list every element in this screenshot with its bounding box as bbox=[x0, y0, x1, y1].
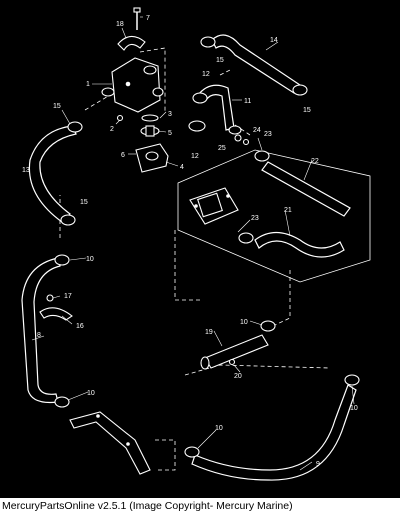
callout-10c: 10 bbox=[240, 319, 248, 326]
callout-1: 1 bbox=[86, 81, 90, 88]
callout-numbers: 1 2 3 4 5 6 7 18 12 12 11 24 25 14 15 15… bbox=[22, 15, 358, 468]
inlet-pipe bbox=[69, 411, 151, 475]
callout-19: 19 bbox=[205, 329, 213, 336]
subassembly-outline bbox=[177, 149, 371, 283]
clamp-10d bbox=[344, 374, 360, 386]
bolt-7 bbox=[133, 7, 141, 30]
callout-10e: 10 bbox=[215, 425, 223, 432]
callout-18: 18 bbox=[116, 21, 124, 28]
hose-8 bbox=[21, 257, 61, 404]
callout-24: 24 bbox=[253, 127, 261, 134]
hose-22 bbox=[261, 161, 351, 217]
leader-lines bbox=[31, 16, 355, 471]
bracket-18 bbox=[117, 35, 146, 51]
callout-22: 22 bbox=[311, 158, 319, 165]
callout-17: 17 bbox=[64, 293, 72, 300]
clamp-10b bbox=[54, 396, 70, 408]
callout-8: 8 bbox=[37, 332, 41, 339]
callout-21: 21 bbox=[284, 207, 292, 214]
callout-11: 11 bbox=[244, 98, 251, 105]
clamp-15d bbox=[60, 214, 76, 226]
callout-9: 9 bbox=[316, 461, 320, 468]
callout-20: 20 bbox=[234, 373, 242, 380]
heat-exchanger-19 bbox=[200, 320, 276, 370]
thermostat-housing-1 bbox=[101, 57, 164, 113]
elbow-hose-11 bbox=[188, 84, 242, 135]
callout-3: 3 bbox=[168, 111, 172, 118]
hose-21 bbox=[254, 231, 345, 258]
callout-12b: 12 bbox=[191, 153, 199, 160]
clamp-15c bbox=[67, 121, 83, 133]
fitting-24-25 bbox=[234, 134, 250, 146]
callout-13: 13 bbox=[22, 167, 30, 174]
callout-4: 4 bbox=[180, 164, 184, 171]
assembly-guide-lines bbox=[59, 47, 331, 471]
hose-13 bbox=[28, 125, 77, 223]
callout-14: 14 bbox=[270, 37, 278, 44]
callout-10d: 10 bbox=[350, 405, 358, 412]
callout-10b: 10 bbox=[87, 390, 95, 397]
callout-10a: 10 bbox=[86, 256, 94, 263]
callout-15b: 15 bbox=[303, 107, 311, 114]
callout-15c: 15 bbox=[53, 103, 61, 110]
callout-12a: 12 bbox=[202, 71, 210, 78]
callout-7: 7 bbox=[146, 15, 150, 22]
clamp-10a bbox=[54, 254, 70, 266]
callout-16: 16 bbox=[76, 323, 84, 330]
copyright-footer: MercuryPartsOnline v2.5.1 (Image Copyrig… bbox=[0, 498, 400, 514]
callout-15d: 15 bbox=[80, 199, 88, 206]
callout-23b: 23 bbox=[251, 215, 259, 222]
cooling-system-exploded-diagram: 1 2 3 4 5 6 7 18 12 12 11 24 25 14 15 15… bbox=[21, 7, 371, 481]
clamp-23b bbox=[238, 232, 254, 244]
callout-2: 2 bbox=[110, 126, 114, 133]
callout-6: 6 bbox=[121, 152, 125, 159]
thermostat-stack bbox=[116, 114, 169, 173]
clamp-10c bbox=[260, 320, 276, 332]
clip-16-17 bbox=[39, 294, 73, 321]
callout-5: 5 bbox=[168, 130, 172, 137]
heat-exchanger-subassembly bbox=[189, 150, 351, 258]
clamp-15a bbox=[200, 36, 216, 48]
hose-14 bbox=[211, 34, 301, 94]
callout-25: 25 bbox=[218, 145, 226, 152]
clamp-10e bbox=[184, 446, 200, 458]
clamp-15b bbox=[292, 84, 308, 96]
clamp-23a bbox=[254, 150, 270, 162]
callout-15a: 15 bbox=[216, 57, 224, 64]
hose-9 bbox=[191, 384, 357, 481]
callout-23a: 23 bbox=[264, 131, 272, 138]
